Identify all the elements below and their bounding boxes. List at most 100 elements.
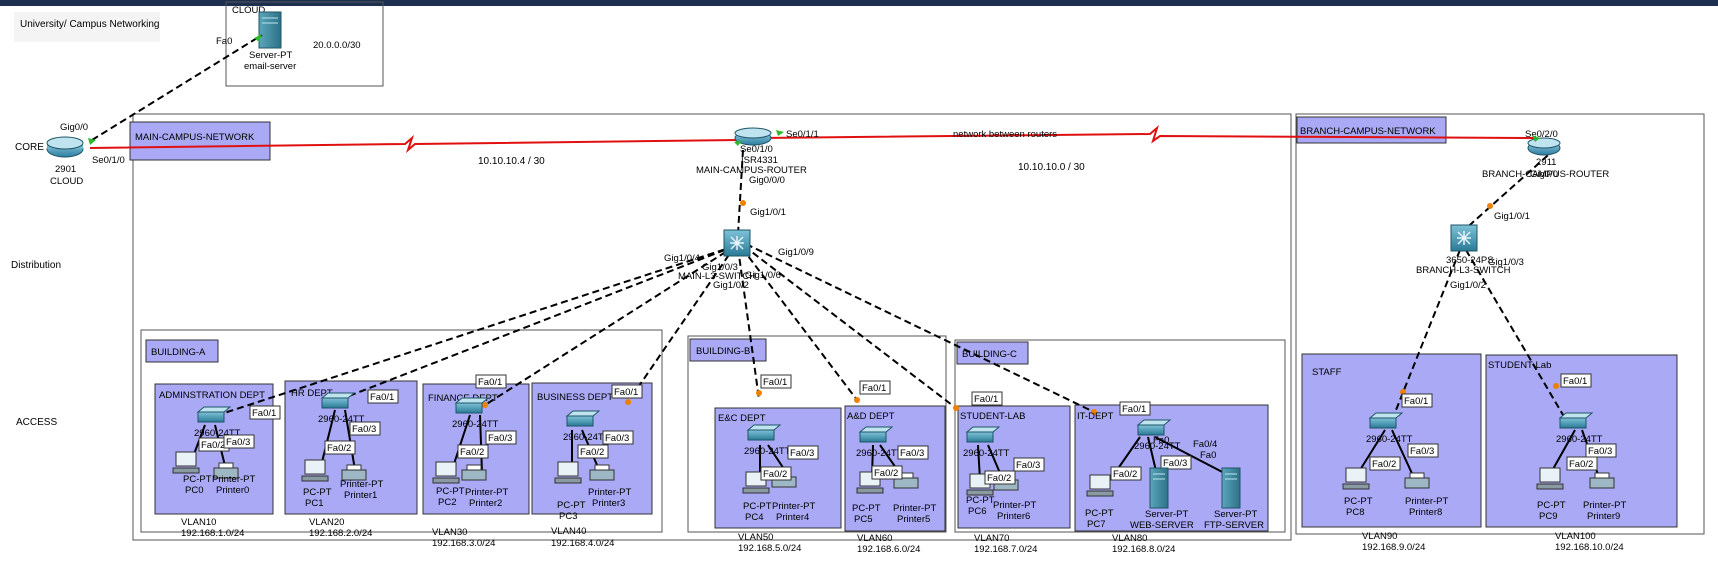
link-l3-ad[interactable] [741,247,858,401]
pc-icon-hr-dept[interactable] [301,459,329,482]
link-l3-admin[interactable] [211,245,736,418]
access-switch-icon-finance-dept[interactable] [454,397,490,414]
branch-switch-port-b: Gig1/0/2 [1450,280,1486,291]
link-l3-it[interactable] [745,243,1095,413]
link-l3-student-lab[interactable] [743,245,957,409]
printer-type-staff: Printer-PT [1405,496,1448,507]
cloud-router-port-up: Gig0/0 [60,122,88,133]
vlan-network-business-dept: 192.168.4.0/24 [551,538,614,549]
access-switch-icon-student-lab[interactable] [965,426,1001,443]
pc-icon-finance-dept[interactable] [432,461,460,484]
pc-type-a-d-dept: PC-PT [852,503,881,514]
port-fa02-business-dept: Fa0/2 [580,447,604,458]
access-switch-icon-business-dept[interactable] [565,410,601,427]
link-branch-router-switch[interactable] [1461,147,1557,233]
pc-type-student-lab: PC-PT [1537,500,1566,511]
pc-icon-staff[interactable] [1342,467,1370,490]
port-fa02-staff: Fa0/2 [1372,459,1396,470]
main-campus-frame [132,113,1292,541]
switch-model-e-c-dept: 2960-24TT [744,446,791,457]
access-switch-icon-it-dept[interactable] [1136,419,1172,436]
port-fa02-hr-dept: Fa0/2 [327,443,351,454]
main-campus-router-icon[interactable] [734,127,772,146]
port-fa02-e-c-dept: Fa0/2 [763,469,787,480]
building-b-title-box [689,338,767,362]
link-l3-hr[interactable] [335,245,736,402]
printer-icon-hr-dept[interactable] [341,464,367,481]
printer-type-a-d-dept: Printer-PT [893,503,936,514]
link-router-l3-switch[interactable] [737,149,744,235]
port-fa03-it-dept: Fa0/3 [1163,458,1187,469]
vlan-label-student-lab: VLAN100 [1555,531,1596,542]
pc-name-hr-dept: PC1 [305,498,323,509]
pc-icon-student-lab[interactable] [1536,467,1564,490]
link-caption: network between routers [953,129,1057,140]
link-l3-ec[interactable] [737,247,760,400]
printer-type-student-lab: Printer-PT [993,500,1036,511]
vlan-label-hr-dept: VLAN20 [309,517,344,528]
dept-title-it-dept: IT-DEPT [1077,411,1114,422]
wan-link-main-branch[interactable] [759,124,1536,144]
vlan-label-e-c-dept: VLAN50 [738,532,773,543]
access-switch-icon-student-lab[interactable] [1558,412,1594,429]
vlan-network-student-lab: 192.168.7.0/24 [974,544,1037,555]
printer-icon-finance-dept[interactable] [461,464,487,481]
wan-link-cloud-main[interactable] [89,134,739,154]
pc-icon-it-dept[interactable] [1086,474,1114,497]
main-campus-title: MAIN-CAMPUS-NETWORK [135,132,255,143]
switch-model-student-lab: 2960-24TT [1556,434,1603,445]
port-fa03-staff: Fa0/3 [1410,446,1434,457]
printer-name-adminstration-dept: Printer0 [216,485,249,496]
vlan-network-adminstration-dept: 192.168.1.0/24 [181,528,244,539]
printer-icon-staff[interactable] [1404,472,1430,489]
web-server-icon[interactable] [1149,467,1169,509]
pc-icon-business-dept[interactable] [554,461,582,484]
access-switch-icon-staff[interactable] [1368,412,1404,429]
link-l3-finance[interactable] [484,245,736,406]
printer-type-finance-dept: Printer-PT [465,487,508,498]
vlan-network-it-dept: 192.168.8.0/24 [1112,544,1175,555]
printer-icon-student-lab[interactable] [1589,472,1615,489]
vlan-network-staff: 192.168.9.0/24 [1362,542,1425,553]
building-b-title: BUILDING-B [696,346,750,357]
printer-icon-business-dept[interactable] [589,464,615,481]
cloud-router-icon[interactable] [46,136,84,158]
port-fa03-finance-dept: Fa0/3 [488,433,512,444]
port-fa02-adminstration-dept: Fa0/2 [201,440,225,451]
link-cloud-router-server[interactable] [91,34,263,141]
access-switch-icon-adminstration-dept[interactable] [196,406,232,423]
access-switch-icon-a-d-dept[interactable] [858,426,894,443]
printer-icon-adminstration-dept[interactable] [213,462,239,479]
pc-name-a-d-dept: PC5 [854,514,872,525]
branch-router-model: 2911 [1536,157,1556,168]
printer-name-student-lab: Printer9 [1587,511,1620,522]
web-server-type: Server-PT [1145,509,1188,520]
email-server-icon[interactable] [258,11,282,49]
link-l3-business[interactable] [627,245,736,403]
ftp-server-icon[interactable] [1221,467,1241,509]
dept-title-business-dept: BUSINESS DEPT [537,392,613,403]
link-left-network: 10.10.10.4 / 30 [478,156,545,167]
dashed-links [91,34,1567,421]
building-c-title: BUILDING-C [962,349,1017,360]
link-branch-staff[interactable] [1391,249,1461,421]
pc-type-e-c-dept: PC-PT [743,501,772,512]
dept-title-a-d-dept: A&D DEPT [847,411,895,422]
printer-type-student-lab: Printer-PT [1583,500,1626,511]
dept-title-student-lab: STUDENT-Lab [1488,360,1551,371]
port-up-it-dept: Fa0/1 [1122,404,1146,415]
branch-router-icon[interactable] [1527,137,1561,156]
branch-l3-switch-icon[interactable] [1450,224,1478,252]
main-l3-switch-icon[interactable] [723,229,751,257]
port-fa03-business-dept: Fa0/3 [605,433,629,444]
pc-type-it-dept: PC-PT [1085,508,1114,519]
port-up-staff: Fa0/1 [1404,396,1428,407]
pc-type-hr-dept: PC-PT [303,487,332,498]
pc-icon-adminstration-dept[interactable] [172,451,200,474]
port-up-business-dept: Fa0/1 [614,387,638,398]
email-server-type: Server-PT [249,50,292,61]
access-switch-icon-hr-dept[interactable] [320,392,356,409]
email-server-port: Fa0 [216,36,232,47]
access-switch-icon-e-c-dept[interactable] [746,424,782,441]
